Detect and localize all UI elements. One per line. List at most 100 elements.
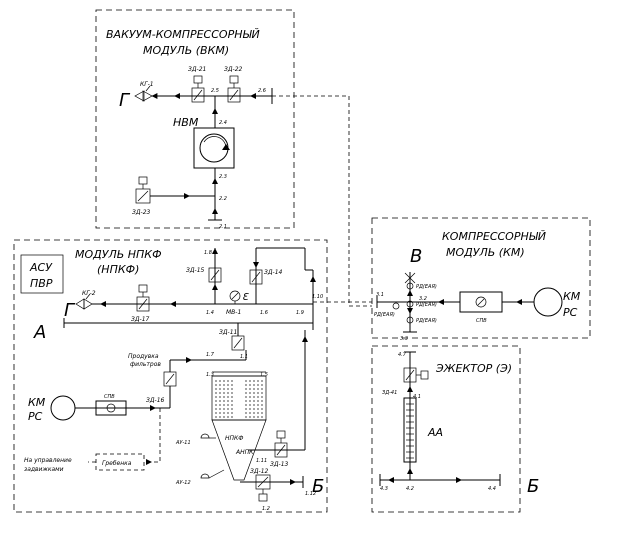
kg2-valve-icon[interactable] [75,293,93,310]
kmrs-left-compressor-icon[interactable] [50,395,76,421]
zd22-label: ЗД-22 [224,66,243,73]
asu-line2: ПВР [30,277,53,290]
point-1-10: 1.10 [312,294,323,300]
produvka-line2: фильтров [130,361,161,368]
point-1-7: 1.7 [206,352,215,358]
point-1-2: 1.2 [262,506,270,512]
zd17-label: ЗД-17 [131,316,150,323]
arrow-up-2-1 [212,208,218,214]
zd23-valve-icon[interactable] [135,176,151,204]
zd16-valve-icon[interactable] [163,371,177,387]
npkf-filter-icon[interactable] [211,371,267,481]
point-4-7: 4.7 [398,352,407,358]
b-left-letter: Б [312,476,324,497]
point-4-2: 4.2 [406,486,414,492]
kg1-label: КГ-1 [140,81,154,88]
arrow-up-ejector [407,386,413,392]
kmrs-left-rs: РС [28,410,43,423]
produvka-line1: Продувка [128,353,159,360]
arrow-left-vkm-1 [174,93,180,99]
point-2-6: 2.6 [258,88,266,94]
arrow-left-npkf [100,301,106,307]
arrow-right-zd23 [184,193,190,199]
g-mid-letter: Г [64,300,76,321]
au12-label: АУ-12 [175,480,191,486]
zd14-valve-icon[interactable] [249,269,263,285]
arrow-down-km-rd [407,308,413,314]
npkf-title-line1: МОДУЛЬ НПКФ [75,248,162,261]
au11-label: АУ-11 [175,440,191,446]
arrow-left-npkf-2 [170,301,176,307]
nvm-pump-icon[interactable] [193,127,235,169]
zd15-valve-icon[interactable] [208,267,222,283]
spv-right-icon[interactable] [459,291,503,313]
point-4-1: 4.1 [413,394,421,400]
arrow-up-right-column [302,336,308,342]
arrow-right-1-12 [290,479,296,485]
arrow-down-zd14 [253,262,259,268]
au11-icon[interactable] [200,433,216,439]
zd16-label: ЗД-16 [146,397,165,404]
arrow-right-spv-left [150,405,156,411]
arrow-left-km-1 [438,299,444,305]
zd21-valve-icon[interactable] [191,75,205,103]
zd12-label: ЗД-12 [250,468,269,475]
mv1-label: МВ-1 [226,309,241,316]
zd17-valve-icon[interactable] [136,284,150,312]
au12-icon[interactable] [200,469,225,479]
spv-left-label: СПВ [104,394,115,400]
a-letter: А [33,322,46,343]
kmrs-right-km: КМ [563,290,581,303]
point-1-9: 1.9 [296,310,304,316]
point-1-12: 1.12 [305,491,316,497]
arrow-right-1-7 [186,357,192,363]
point-2-2: 2.2 [219,196,227,202]
arrow-grebenka [146,459,152,465]
spv-left-icon[interactable] [95,400,127,416]
grebenka-dashed-line [148,408,161,463]
point-3-3: 3.3 [400,336,408,342]
npkf-title-line2: (НПКФ) [97,263,139,276]
arrow-up-1-4 [212,284,218,290]
rd1-icon[interactable] [406,282,414,290]
arrow-left-vkm-2 [250,93,256,99]
km-title-line1: КОМПРЕССОРНЫЙ [442,230,546,243]
mv1-symbol: Ɛ [242,292,249,303]
upravlenie-line1: На управление [24,457,72,464]
g-top-letter: Г [119,90,131,111]
ejector-module-frame [371,345,521,513]
point-1-11: 1.11 [256,458,267,464]
zd12-valve-icon[interactable] [255,474,271,502]
kmrs-right-compressor-icon[interactable] [533,287,563,317]
zd11-valve-icon[interactable] [231,335,245,351]
arrow-up-km-rd [407,290,413,296]
zd41-label: ЗД-41 [382,390,397,396]
vkm-module-frame [95,9,295,229]
rd4-icon[interactable] [406,316,414,324]
aa-device-icon[interactable] [403,397,417,463]
rd2-icon[interactable] [392,302,400,310]
point-2-5: 2.5 [211,88,219,94]
arrow-up-2-3 [212,178,218,184]
km-module-frame [371,217,591,339]
mv1-gauge-icon[interactable] [229,290,241,304]
kmrs-right-rs: РС [563,306,578,319]
vkm-title-line1: ВАКУУМ-КОМПРЕССОРНЫЙ [106,28,260,41]
zd41-valve-icon[interactable] [403,367,429,383]
zd15-label: ЗД-15 [186,267,205,274]
point-1-1: 1.1 [240,354,248,360]
nvm-label: НВМ [173,116,199,129]
km-title-line2: МОДУЛЬ (КМ) [446,246,525,259]
zd14-label: ЗД-14 [264,269,283,276]
rd3-icon[interactable] [406,300,414,308]
rd3-label: РД(ЕАЯ) [416,302,437,308]
vkm-to-km-dashed-line [272,95,372,307]
zd22-valve-icon[interactable] [227,75,241,103]
arrow-up-1-9 [310,276,316,282]
zd13-label: ЗД-13 [270,461,289,468]
zd11-label: ЗД-11 [219,329,237,336]
point-1-6: 1.6 [260,310,268,316]
kg1-valve-icon[interactable] [134,85,153,102]
zd13-valve-icon[interactable] [274,430,288,458]
